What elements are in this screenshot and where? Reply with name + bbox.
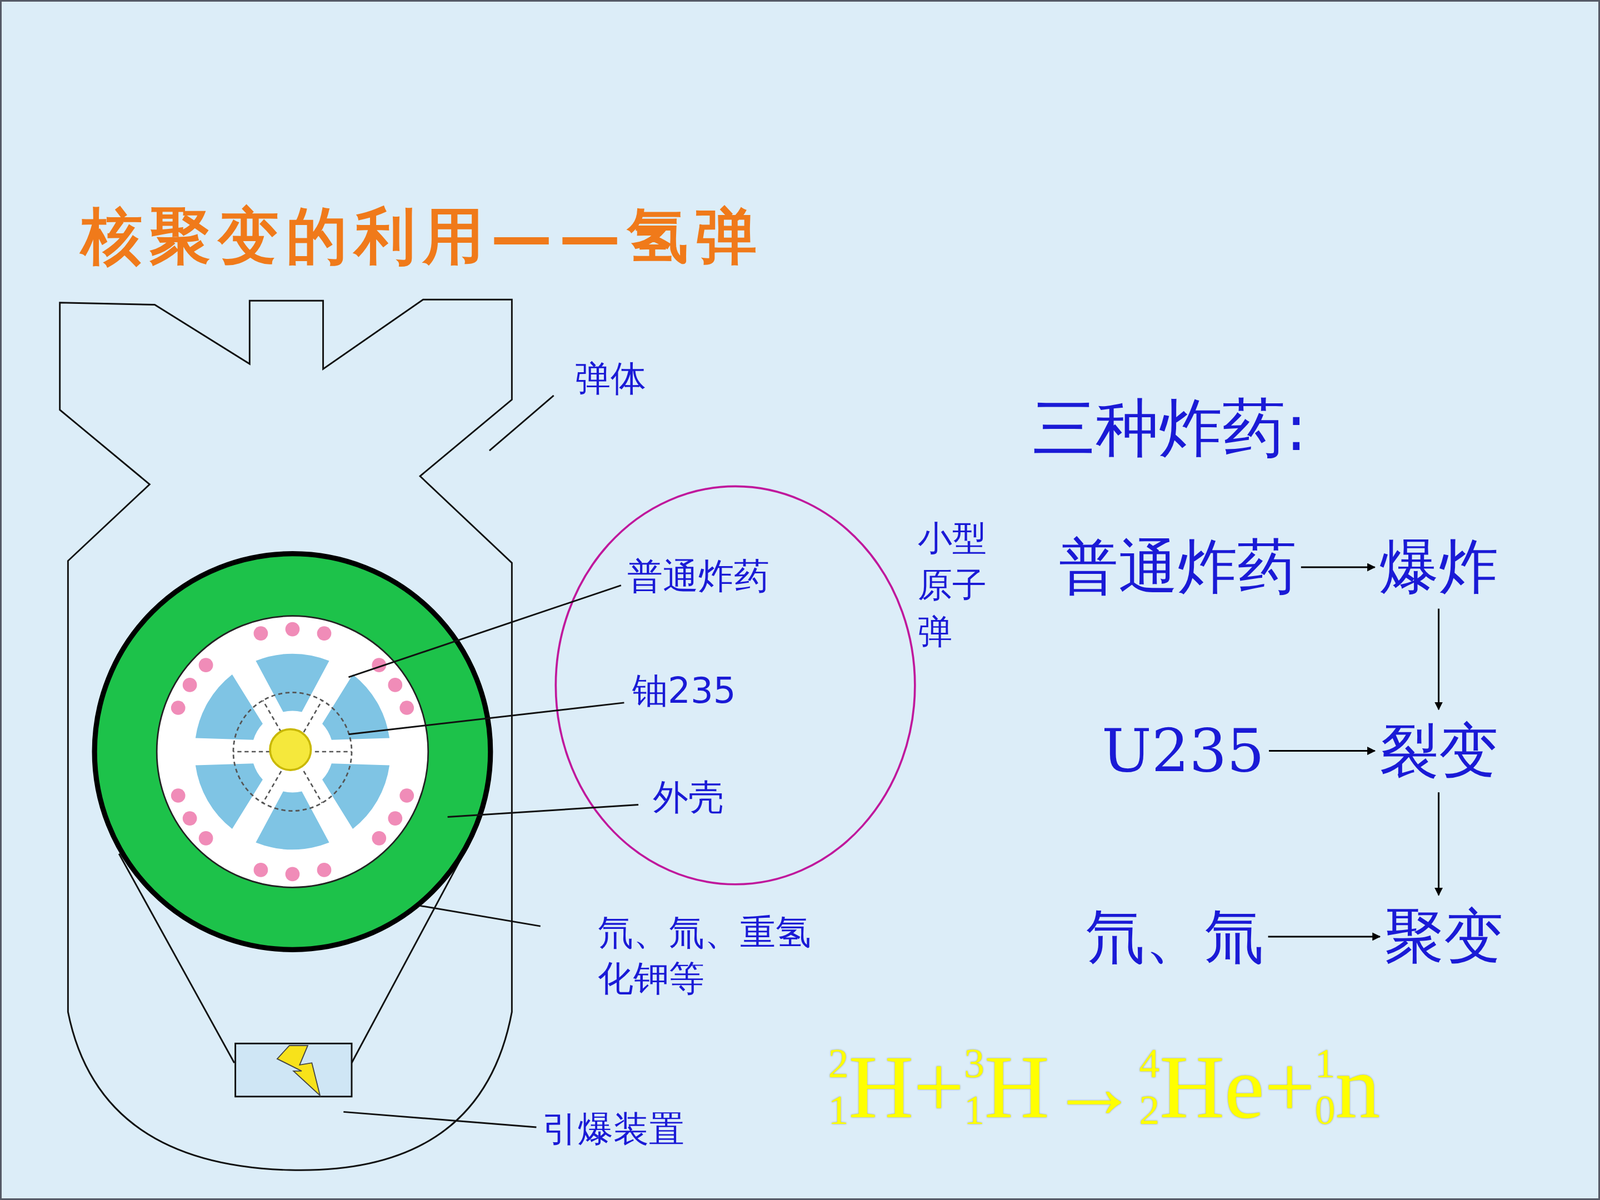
pink-dot	[253, 862, 269, 878]
pink-dot	[317, 626, 332, 641]
explosive-sector	[255, 653, 329, 713]
dashed-radial	[262, 771, 282, 803]
symbol: He+	[1159, 1042, 1315, 1133]
flow-arrow	[1301, 566, 1375, 569]
flow-text: 爆炸	[1379, 530, 1499, 604]
mass-number: 3	[963, 1040, 985, 1088]
pink-dot	[253, 626, 269, 641]
dashed-radials	[233, 700, 352, 804]
symbol: H+	[848, 1042, 964, 1133]
dashed-ring	[233, 692, 352, 811]
leader-line	[420, 905, 541, 927]
flow-text: U235	[1101, 713, 1265, 788]
part-label: 弹体	[575, 355, 647, 402]
pink-dot	[171, 700, 186, 715]
flow-item: 普通炸药	[1058, 530, 1297, 604]
pink-dot	[371, 831, 387, 846]
pink-dot	[399, 788, 414, 803]
flow-text: 氘、氚	[1085, 899, 1264, 974]
part-label: 铀235	[632, 667, 737, 714]
mass-number: 4	[1138, 1040, 1160, 1088]
nuclide-numbers: 42	[1138, 1040, 1160, 1135]
leader-line	[447, 805, 639, 818]
flow-item: U235	[1101, 713, 1265, 788]
dashed-radial	[315, 751, 352, 753]
atom-bomb-circle-outline	[555, 486, 915, 884]
pink-dot	[285, 622, 300, 637]
atomic-number: 1	[963, 1087, 985, 1134]
flow-item: 氘、氚	[1085, 899, 1264, 974]
flow-text: 普通炸药	[1058, 530, 1297, 604]
pink-dot	[198, 831, 214, 846]
leader-line	[343, 1111, 537, 1128]
nuclide: 42He+	[1138, 1040, 1315, 1135]
nuclide-numbers: 21	[828, 1040, 849, 1135]
nuclide: 10n	[1315, 1040, 1381, 1135]
nuclide: 31H→	[963, 1040, 1139, 1135]
nuclide-numbers: 10	[1315, 1040, 1336, 1135]
flow-arrow	[1268, 935, 1380, 938]
pink-dot	[387, 677, 403, 693]
part-label: 引爆装置	[542, 1105, 685, 1153]
pink-dot	[399, 700, 414, 715]
dashed-radial	[262, 700, 282, 733]
title: 核聚变的利用——氢弹	[81, 195, 764, 279]
shell-ring	[94, 553, 491, 950]
leader-line	[348, 585, 621, 678]
lightning-symbol	[277, 1045, 320, 1096]
nuclide-numbers: 31	[963, 1040, 985, 1135]
dashed-radial	[303, 771, 323, 803]
flow-item: 裂变	[1379, 713, 1499, 788]
leader-line	[348, 702, 624, 735]
mass-number: 1	[1315, 1040, 1336, 1088]
explosive-sector	[322, 763, 390, 829]
part-label: 外壳	[652, 773, 724, 821]
leader-line	[489, 395, 554, 451]
pink-dot	[198, 657, 214, 673]
explosive-sector	[195, 674, 263, 740]
pink-dot	[171, 788, 186, 803]
pink-dot	[182, 811, 198, 826]
part-label: 普通炸药	[627, 552, 770, 600]
flow-arrow	[1268, 750, 1375, 752]
pink-dot	[285, 867, 300, 882]
pink-dots	[171, 622, 414, 882]
uranium-core	[270, 729, 311, 770]
flow-item: 聚变	[1384, 899, 1504, 974]
bomb-body-outline	[60, 299, 513, 1170]
pink-dot	[317, 862, 332, 878]
section-heading: 三种炸药:	[1032, 387, 1307, 470]
part-label: 氘、氚、重氢化钾等	[597, 908, 827, 1002]
pink-dot	[182, 677, 198, 693]
pink-dot	[387, 811, 403, 826]
flow-item: 爆炸	[1379, 530, 1499, 604]
detonator-box	[235, 1043, 352, 1097]
atomic-number: 1	[828, 1087, 849, 1134]
dashed-radial	[233, 751, 270, 753]
flow-arrow	[1437, 792, 1440, 895]
atom-bomb-label: 小型原子弹	[917, 515, 991, 656]
atomic-number: 0	[1315, 1087, 1336, 1134]
explosive-sector	[255, 791, 329, 850]
dashed-radial	[303, 700, 323, 733]
atomic-number: 2	[1138, 1087, 1160, 1134]
flow-text: 聚变	[1384, 899, 1504, 974]
symbol: n	[1335, 1042, 1381, 1133]
symbol: H→	[984, 1042, 1139, 1133]
fusion-equation: 21H+31H→42He+10n	[828, 1040, 1381, 1135]
flow-text: 裂变	[1379, 713, 1499, 788]
nuclide: 21H+	[828, 1040, 965, 1135]
explosive-sectors	[195, 653, 390, 850]
mass-number: 2	[828, 1040, 849, 1088]
inner-core	[156, 616, 429, 888]
flow-arrow	[1437, 608, 1440, 710]
